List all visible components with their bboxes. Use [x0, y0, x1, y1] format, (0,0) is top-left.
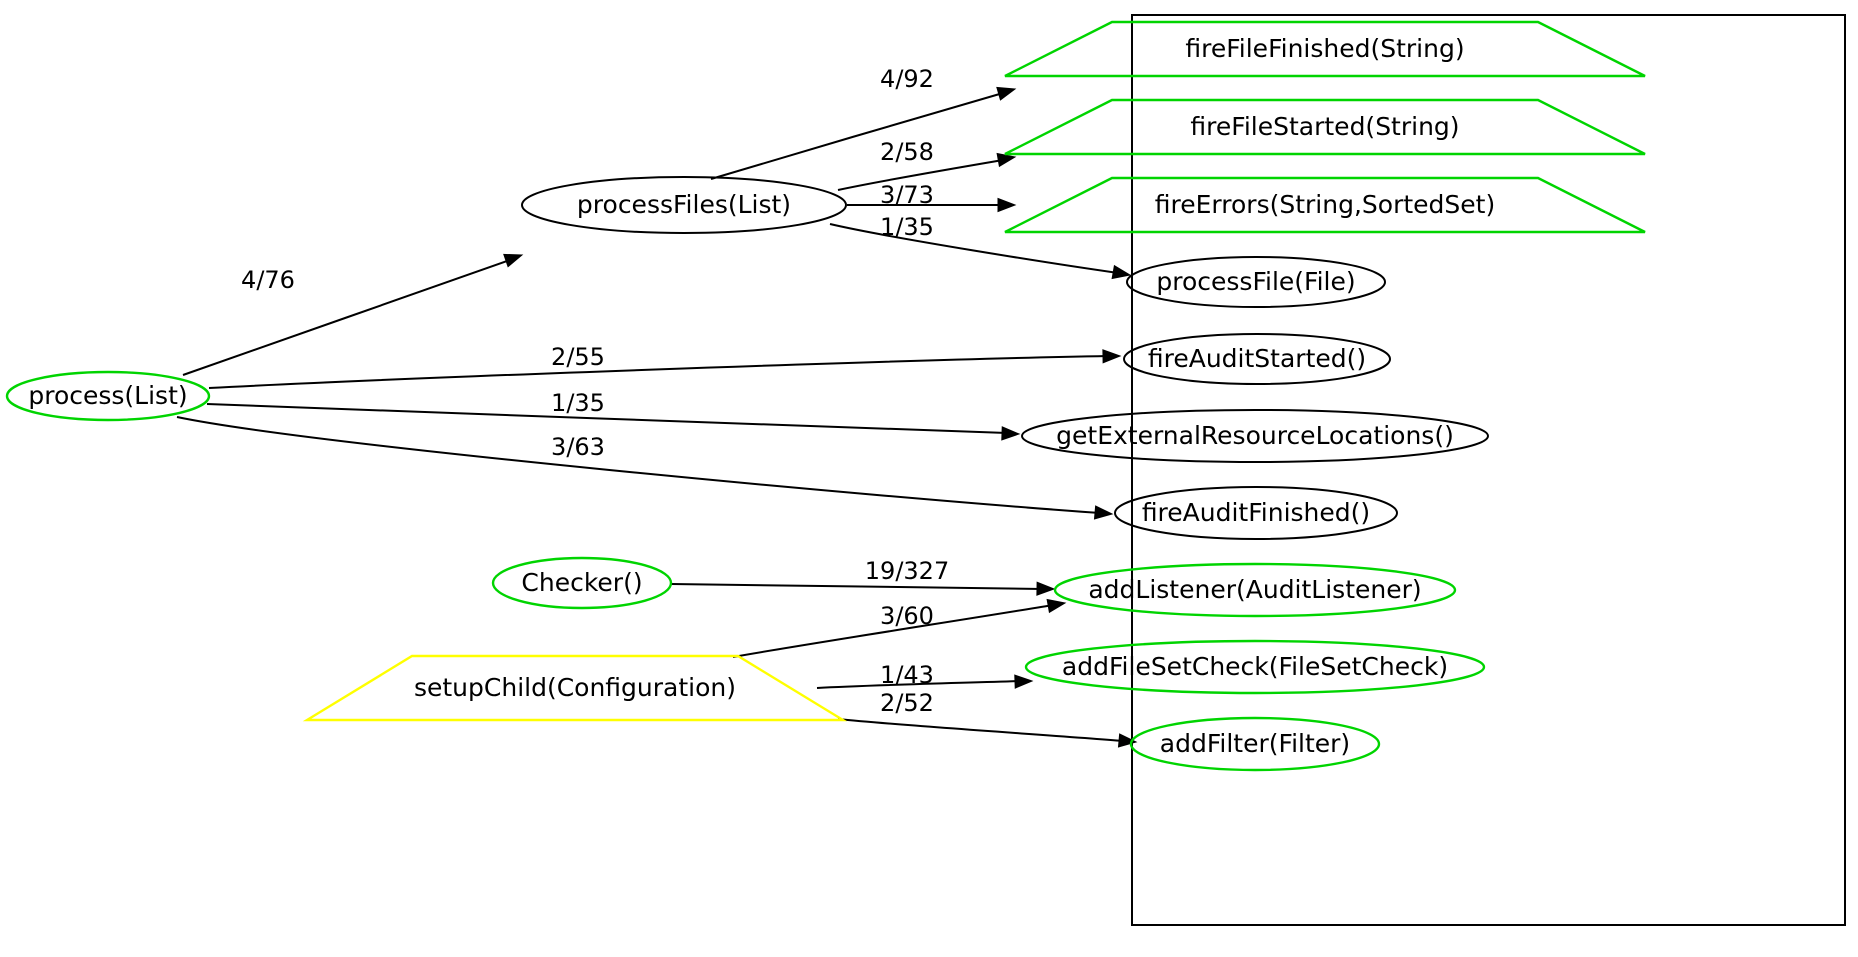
node-shape-ellipse	[1021, 409, 1489, 463]
edge-label: 2/58	[880, 138, 934, 166]
node-label: addFilter(Filter)	[1160, 729, 1350, 758]
node-shape-ellipse	[1126, 256, 1386, 308]
arrow-head-icon	[1093, 505, 1114, 520]
node-fireErrors[interactable]: fireErrors(String,SortedSet)	[1004, 176, 1646, 234]
edge-checker-to-addListener: 19/327	[670, 557, 1056, 596]
node-addFileSetCheck[interactable]: addFileSetCheck(FileSetCheck)	[1024, 639, 1486, 695]
node-label: addFileSetCheck(FileSetCheck)	[1062, 652, 1448, 681]
edge-process-to-getExternalResourceLocations: 1/35	[206, 389, 1021, 441]
edge-processFiles-to-processFile: 1/35	[829, 213, 1132, 280]
arrow-head-icon	[996, 152, 1017, 168]
node-fireAuditStarted[interactable]: fireAuditStarted()	[1123, 333, 1391, 385]
node-fireFileFinished[interactable]: fireFileFinished(String)	[1004, 20, 1646, 78]
edge-label: 3/73	[880, 181, 934, 209]
edge-line	[182, 259, 511, 376]
edge-process-to-fireAuditStarted: 2/55	[208, 343, 1122, 389]
edge-label: 4/92	[880, 65, 934, 93]
edge-label: 4/76	[241, 266, 295, 294]
node-layer: process(List) processFiles(List) Checker()…	[5, 20, 1646, 772]
node-shape-ellipse	[521, 176, 847, 234]
node-shape-trapezium	[1004, 20, 1646, 78]
arrow-head-icon	[1102, 349, 1122, 364]
node-setupChild[interactable]: setupChild(Configuration)	[302, 654, 848, 722]
arrow-head-icon	[1014, 674, 1034, 689]
edge-label: 1/35	[551, 389, 605, 417]
edge-processFiles-to-fireErrors: 3/73	[847, 181, 1017, 213]
node-label: fireAuditFinished()	[1142, 498, 1370, 527]
edge-line	[816, 680, 1021, 689]
edge-label: 2/52	[880, 689, 934, 717]
node-shape-trapezium	[302, 654, 848, 722]
edge-line	[206, 403, 1008, 434]
node-shape-trapezium	[1004, 176, 1646, 234]
arrow-head-icon	[1001, 426, 1021, 441]
node-shape-ellipse	[1123, 333, 1391, 385]
node-label: fireAuditStarted()	[1148, 344, 1366, 373]
node-shape-ellipse	[1024, 639, 1486, 695]
node-processFile[interactable]: processFile(File)	[1126, 256, 1386, 308]
node-shape-ellipse	[1053, 562, 1457, 618]
edge-label: 2/55	[551, 343, 605, 371]
arrow-head-icon	[1046, 598, 1067, 614]
node-shape-ellipse	[491, 556, 673, 610]
cluster-boundary-box	[1131, 14, 1846, 926]
node-label: fireErrors(String,SortedSet)	[1155, 190, 1495, 219]
node-label: fireFileStarted(String)	[1190, 112, 1459, 141]
edge-label: 1/35	[880, 213, 934, 241]
node-processFiles[interactable]: processFiles(List)	[521, 176, 847, 234]
cluster-layer	[1131, 14, 1846, 926]
node-shape-ellipse	[1129, 716, 1381, 772]
edge-line	[837, 159, 1004, 191]
edge-processFiles-to-fireFileFinished: 4/92	[710, 65, 1017, 180]
edge-line	[208, 355, 1109, 389]
edge-label: 3/60	[880, 602, 934, 630]
edge-process-to-processFiles: 4/76	[182, 253, 524, 376]
node-addListener[interactable]: addListener(AuditListener)	[1053, 562, 1457, 618]
node-label: Checker()	[521, 568, 642, 597]
edge-line	[829, 223, 1119, 274]
arrow-head-icon	[1111, 264, 1132, 280]
node-shape-trapezium	[1004, 98, 1646, 156]
node-fireFileStarted[interactable]: fireFileStarted(String)	[1004, 98, 1646, 156]
edge-setupChild-to-addFileSetCheck: 1/43	[816, 661, 1034, 689]
node-checker[interactable]: Checker()	[491, 556, 673, 610]
edge-line	[670, 583, 1043, 590]
node-fireAuditFinished[interactable]: fireAuditFinished()	[1114, 486, 1398, 540]
arrow-head-icon	[997, 197, 1017, 213]
edge-label: 3/63	[551, 433, 605, 461]
node-label: fireFileFinished(String)	[1185, 34, 1464, 63]
edge-label: 1/43	[880, 661, 934, 689]
node-getExternalResourceLocations[interactable]: getExternalResourceLocations()	[1021, 409, 1489, 463]
edge-line	[176, 416, 1101, 514]
node-label: setupChild(Configuration)	[414, 673, 736, 702]
node-addFilter[interactable]: addFilter(Filter)	[1129, 716, 1381, 772]
node-label: processFiles(List)	[577, 190, 791, 219]
arrow-head-icon	[1117, 733, 1138, 748]
edge-process-to-fireAuditFinished: 3/63	[176, 416, 1114, 520]
node-shape-ellipse	[1114, 486, 1398, 540]
node-label: getExternalResourceLocations()	[1056, 421, 1454, 450]
node-label: process(List)	[28, 381, 187, 410]
arrow-head-icon	[996, 86, 1017, 101]
node-shape-ellipse	[5, 370, 211, 422]
edge-processFiles-to-fireFileStarted: 2/58	[837, 138, 1017, 191]
edge-setupChild-to-addListener: 3/60	[732, 598, 1067, 658]
node-label: processFile(File)	[1156, 267, 1355, 296]
arrow-head-icon	[503, 253, 524, 268]
edge-line	[732, 604, 1054, 658]
edge-label: 19/327	[865, 557, 949, 585]
edge-layer: 4/76 4/92 2/58 3/73 1/35 2/55 1/35 3/63 19/327 3/…	[176, 65, 1138, 748]
node-process[interactable]: process(List)	[5, 370, 211, 422]
edge-setupChild-to-addFilter: 2/52	[837, 689, 1138, 748]
edge-line	[710, 92, 1004, 180]
node-label: addListener(AuditListener)	[1088, 575, 1421, 604]
arrow-head-icon	[1036, 581, 1056, 596]
edge-line	[837, 718, 1125, 742]
